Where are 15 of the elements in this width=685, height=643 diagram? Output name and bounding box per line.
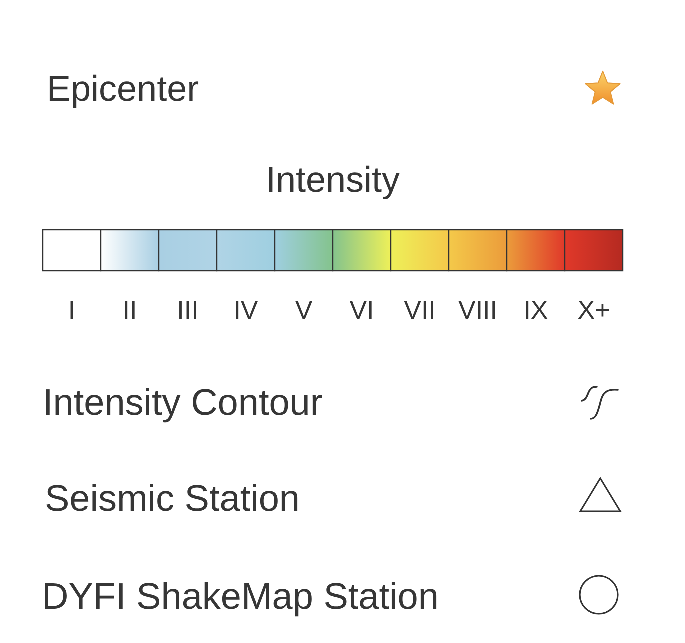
intensity-level: II	[122, 297, 138, 323]
legend-label: Intensity Contour	[43, 384, 323, 421]
intensity-level: VI	[350, 297, 374, 323]
legend-label: Seismic Station	[45, 480, 300, 517]
intensity-level: III	[177, 297, 199, 323]
intensity-level: V	[295, 297, 313, 323]
intensity-level: VIII	[458, 297, 498, 323]
intensity-level: I	[68, 297, 76, 323]
legend-label: Epicenter	[47, 71, 200, 107]
scale-heading: Intensity	[266, 162, 400, 198]
intensity-level: X+	[578, 297, 610, 323]
intensity-level: IX	[524, 297, 548, 323]
intensity-level: IV	[234, 297, 258, 323]
legend-label: DYFI ShakeMap Station	[42, 578, 439, 615]
intensity-level: VII	[404, 297, 436, 323]
